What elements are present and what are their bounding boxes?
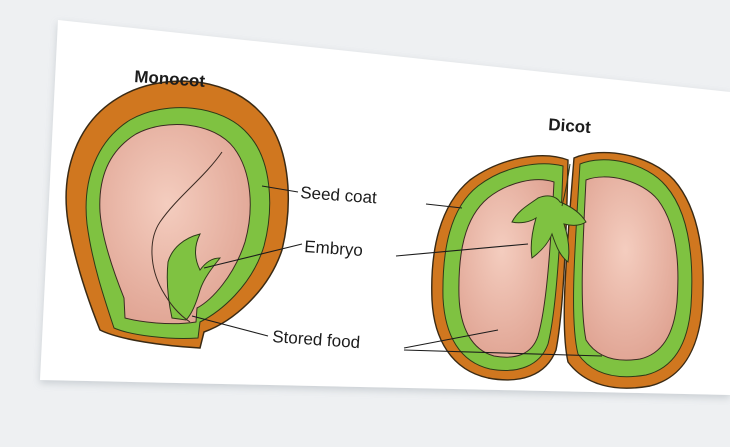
dicot-seed: [432, 153, 703, 389]
dicot-title: Dicot: [548, 115, 592, 137]
